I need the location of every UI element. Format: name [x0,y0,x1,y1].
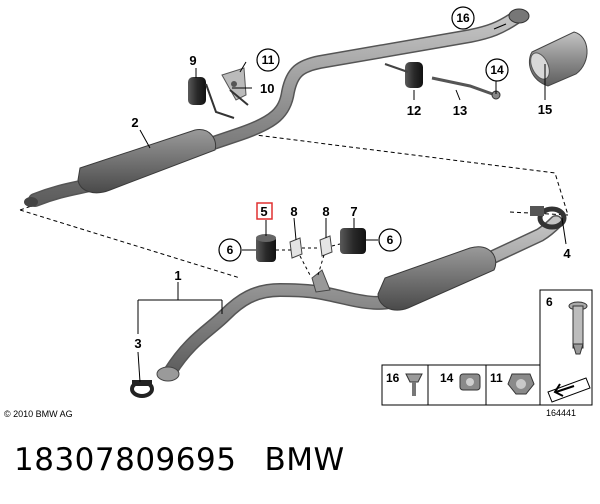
callout-2: 2 [131,115,138,130]
svg-text:8: 8 [322,204,329,219]
callout-6-left: 6 [218,238,242,262]
svg-text:6: 6 [227,243,234,257]
svg-text:8: 8 [290,204,297,219]
callout-5: 5 [256,202,273,220]
svg-text:6: 6 [546,295,553,309]
callout-4: 4 [563,246,571,261]
callout-7: 7 [350,204,357,219]
callout-10: 10 [260,81,274,96]
callout-14: 14 [485,58,509,82]
callout-11: 11 [256,48,280,72]
dashed-leaders [276,243,341,276]
legend-item-6: 6 [546,295,588,355]
svg-text:1: 1 [174,268,181,283]
callout-16: 16 [451,6,475,30]
callout-13: 13 [453,103,467,118]
legend-item-11: 11 [490,371,535,395]
svg-text:16: 16 [386,371,400,385]
copyright: © 2010 BMW AG [4,409,73,419]
washer-part8-left [289,237,303,259]
legend-item-14: 14 [440,371,481,391]
part-number: 18307809695 [14,442,237,478]
brand-name: BMW [264,442,345,478]
legend-item-16: 16 [386,371,423,396]
svg-text:10: 10 [260,81,274,96]
rubber-isolator-part5 [256,234,276,262]
pipe-clamp-front [130,380,154,398]
pipe-clamp-rear [530,206,567,230]
callout-8-left: 8 [290,204,297,219]
leader-lines [137,23,567,383]
svg-text:13: 13 [453,103,467,118]
callout-15: 15 [538,102,552,117]
exhaust-diagram: 16 15 14 11 9 10 12 13 2 5 8 8 7 6 [4,6,593,419]
rubber-mount [384,62,423,88]
svg-text:3: 3 [134,336,141,351]
svg-text:11: 11 [490,371,503,385]
legend-arrow-icon [547,377,591,403]
center-muffler [377,246,497,311]
rear-silencer-upper [24,8,530,207]
svg-text:7: 7 [350,204,357,219]
front-muffler [77,129,217,194]
svg-text:6: 6 [387,233,394,247]
svg-text:11: 11 [262,53,275,67]
hardware-legend: 16 14 11 6 [381,289,593,406]
figure-number: 164441 [546,408,576,418]
svg-text:4: 4 [563,246,571,261]
svg-text:14: 14 [440,371,454,385]
callout-3: 3 [134,336,141,351]
tailpipe-trim [528,31,588,87]
callout-12: 12 [407,103,421,118]
rubber-isolator-part7 [340,228,366,254]
svg-text:16: 16 [456,11,470,25]
caption: 18307809695 BMW [14,442,345,478]
front-pipe-lower [156,215,563,382]
svg-text:9: 9 [189,53,196,68]
svg-text:15: 15 [538,102,552,117]
washer-part8-right [319,235,333,257]
callout-9: 9 [189,53,196,68]
bracket-part-13 [431,76,501,100]
callout-8-right: 8 [322,204,329,219]
hanger-rubber [188,77,235,119]
callout-1: 1 [174,268,181,283]
svg-text:5: 5 [260,204,267,219]
svg-text:12: 12 [407,103,421,118]
mount-bracket [221,67,249,106]
svg-text:2: 2 [131,115,138,130]
callout-6-right: 6 [378,228,402,252]
svg-text:14: 14 [490,63,504,77]
